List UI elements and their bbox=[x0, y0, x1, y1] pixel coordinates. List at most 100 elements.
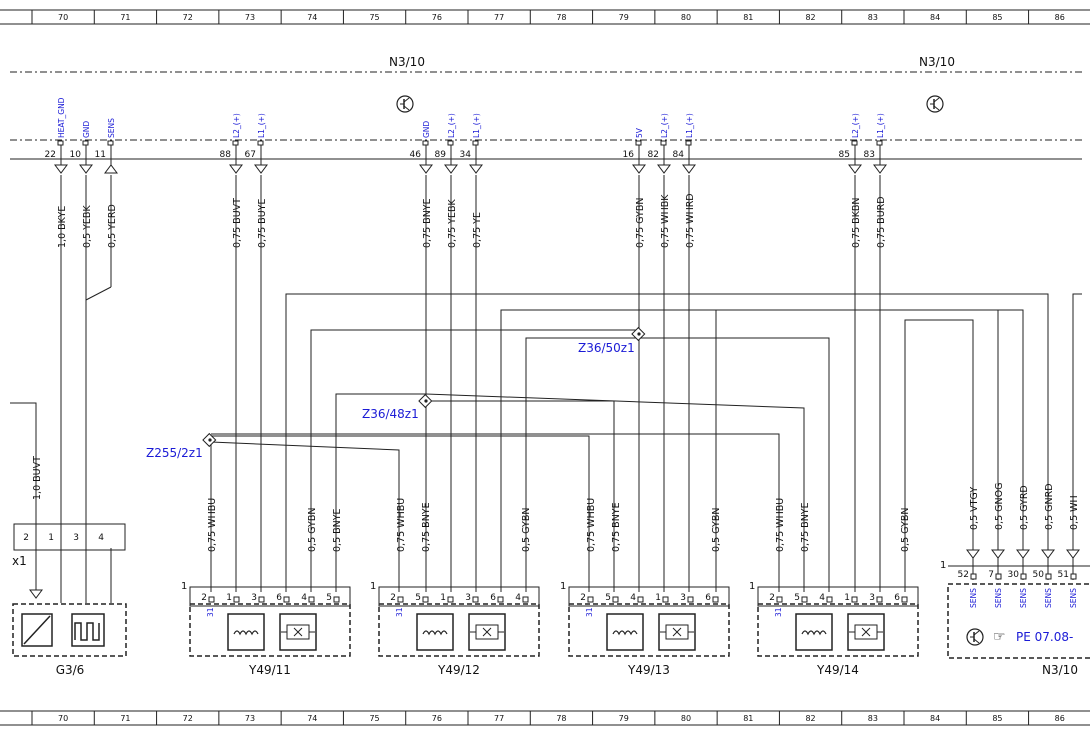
grid-column-label: 84 bbox=[930, 13, 940, 22]
splice-z36-48z1: Z36/48z1 bbox=[362, 393, 433, 421]
pin-number: 3 bbox=[869, 593, 875, 603]
pin-number: 2 bbox=[23, 533, 29, 543]
signal-name: L1_(+) bbox=[876, 113, 885, 138]
pin-number: 4 bbox=[515, 593, 521, 603]
grid-column-label: 74 bbox=[307, 714, 317, 723]
pin-number: 50 bbox=[1033, 570, 1045, 580]
reference-hand-icon[interactable]: ☞ bbox=[993, 629, 1006, 645]
coil-icon bbox=[795, 613, 833, 651]
splice-z255-2z1: Z255/2z1 bbox=[146, 432, 217, 460]
pin-number: 85 bbox=[839, 150, 850, 160]
wire-label: 0,5 GYBN bbox=[307, 508, 318, 552]
wire-label: 0,75 BNYE bbox=[800, 502, 811, 552]
pin-number: 3 bbox=[251, 593, 257, 603]
wire-label: 0,5 YERD bbox=[107, 204, 118, 248]
pin-one-marker: 1 bbox=[370, 581, 376, 592]
splice-label: Z36/50z1 bbox=[578, 341, 635, 355]
pin-number: 5 bbox=[794, 593, 800, 603]
pin-one-marker: 1 bbox=[181, 581, 187, 592]
pin-number: 1 bbox=[48, 533, 54, 543]
signal-name: SENS bbox=[994, 588, 1003, 608]
pin-one-marker: 1 bbox=[940, 560, 946, 571]
grid-column-label: 86 bbox=[1055, 13, 1065, 22]
pin-number: 10 bbox=[70, 150, 82, 160]
signal-name: L2_(+) bbox=[851, 113, 860, 138]
pin-number: 3 bbox=[465, 593, 471, 603]
wire-label: 0,5 GNOG bbox=[994, 483, 1005, 530]
grid-column-label: 73 bbox=[245, 13, 255, 22]
pin-number: 1 bbox=[655, 593, 661, 603]
pin-number: 3 bbox=[73, 533, 79, 543]
signal-name: GND bbox=[422, 121, 431, 138]
valve-icon bbox=[847, 613, 885, 651]
pin-number: 4 bbox=[630, 593, 636, 603]
pin-number: 1 bbox=[440, 593, 446, 603]
coil-icon bbox=[416, 613, 454, 651]
pin-number: 4 bbox=[819, 593, 825, 603]
top-pin: 46 GND 0,75 BNYE bbox=[410, 121, 433, 248]
pin-number: 51 bbox=[1058, 570, 1069, 580]
signal-name: 31 bbox=[774, 607, 783, 617]
wire-label: 0,75 YEBK bbox=[447, 199, 458, 248]
signal-name: 31 bbox=[206, 607, 215, 617]
splice-label: Z255/2z1 bbox=[146, 446, 203, 460]
grid-column-label: 82 bbox=[805, 714, 815, 723]
grid-column-label: 76 bbox=[432, 13, 442, 22]
grid-column-label: 78 bbox=[556, 714, 566, 723]
signal-name: HEAT_GND bbox=[57, 97, 66, 138]
wire-label: 0,75 BNYE bbox=[422, 198, 433, 248]
grid-column-label: 74 bbox=[307, 13, 317, 22]
pin-number: 7 bbox=[988, 570, 994, 580]
signal-name: SENS bbox=[1019, 588, 1028, 608]
signal-name: GND bbox=[82, 121, 91, 138]
pin-number: 2 bbox=[201, 593, 207, 603]
grid-column-label: 71 bbox=[120, 714, 130, 723]
reference-link[interactable]: PE 07.08- bbox=[1016, 630, 1073, 644]
signal-name: L2_(+) bbox=[660, 113, 669, 138]
wire-label: 0,75 WHRD bbox=[685, 193, 696, 248]
grid-column-label: 70 bbox=[58, 714, 68, 723]
signal-name: L2_(+) bbox=[447, 113, 456, 138]
grid-column-label: 83 bbox=[868, 13, 878, 22]
pin-number: 22 bbox=[45, 150, 56, 160]
pin-number: 34 bbox=[460, 150, 472, 160]
pin-number: 30 bbox=[1008, 570, 1020, 580]
wire-label: 0,75 GYBN bbox=[635, 198, 646, 249]
valve-icon bbox=[658, 613, 696, 651]
transistor-icon bbox=[396, 95, 414, 113]
wire-label: 1,0 BKYE bbox=[57, 206, 68, 248]
pin-number: 6 bbox=[894, 593, 900, 603]
wire-label: 0,75 WHBK bbox=[660, 194, 671, 248]
x1-label: x1 bbox=[12, 554, 27, 568]
pin-number: 5 bbox=[326, 593, 332, 603]
grid-column-label: 80 bbox=[681, 13, 691, 22]
wire-label: 1,0 BUVT bbox=[32, 456, 43, 500]
grid-column-label: 76 bbox=[432, 714, 442, 723]
signal-name: 5V bbox=[635, 127, 644, 138]
grid-column-label: 82 bbox=[805, 13, 815, 22]
splice-label: Z36/48z1 bbox=[362, 407, 419, 421]
pin-number: 2 bbox=[390, 593, 396, 603]
grid-column-label: 72 bbox=[183, 13, 193, 22]
pin-number: 6 bbox=[276, 593, 282, 603]
component-label: Y49/13 bbox=[627, 663, 670, 677]
grid-column-label: 81 bbox=[743, 13, 753, 22]
grid-column-label: 77 bbox=[494, 13, 504, 22]
pin-number: 46 bbox=[410, 150, 422, 160]
pin-number: 89 bbox=[435, 150, 447, 160]
pin-number: 88 bbox=[220, 150, 232, 160]
wire-label: 0,5 VTGY bbox=[969, 487, 980, 530]
valve-icon bbox=[279, 613, 317, 651]
wire-label: 0,5 GYRD bbox=[1019, 485, 1030, 530]
grid-column-label: 70 bbox=[58, 13, 68, 22]
